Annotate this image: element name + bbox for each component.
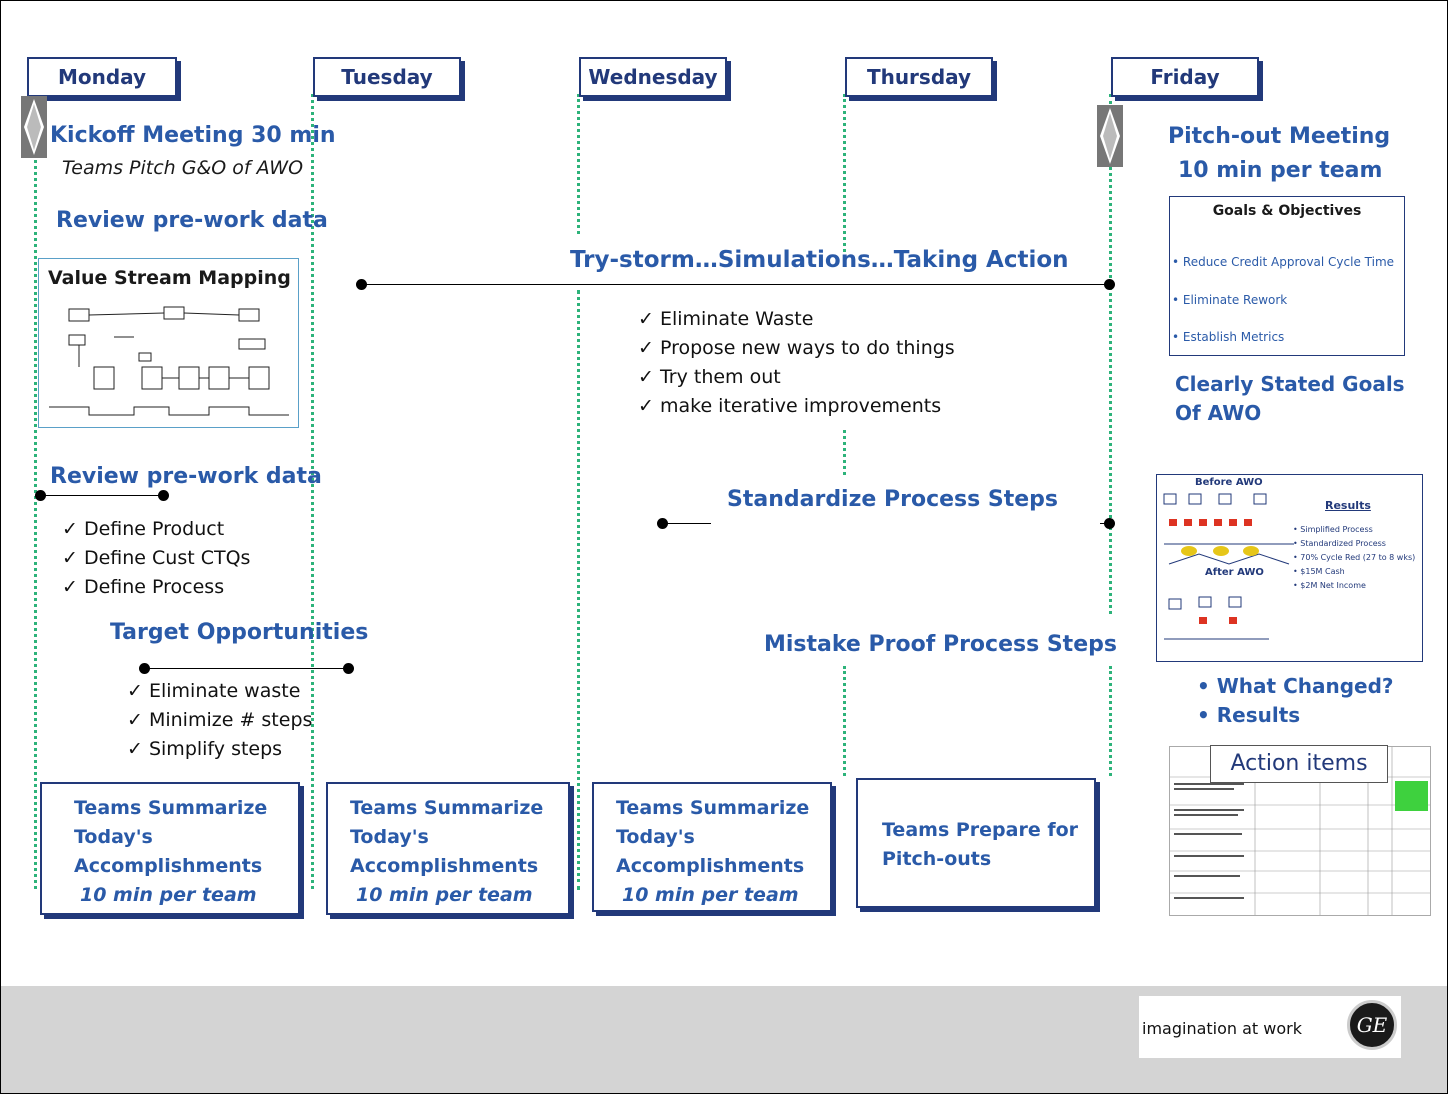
summary-note: 10 min per team [80,884,257,906]
checklist-item: Define Product [62,515,250,544]
before-awo-label: Before AWO [1195,477,1263,488]
standardize-connector-left [663,523,711,524]
result-item: • Standardized Process [1293,539,1386,548]
goal-item: • Reduce Credit Approval Cycle Time [1172,255,1395,269]
day-header-tuesday: Tuesday [313,57,461,97]
summary-note: 10 min per team [356,884,533,906]
summary-line: Accomplishments [616,855,805,877]
friday-line-lower [1109,666,1112,776]
wednesday-line [577,94,580,234]
ge-monogram-icon: GE [1347,1000,1397,1050]
connector-dot [356,279,367,290]
summary-line: Today's [74,826,153,848]
summary-box-thursday: Teams Prepare for Pitch-outs [856,778,1096,908]
ge-logo: imagination at work GE [1139,996,1401,1058]
result-item: • Simplified Process [1293,525,1373,534]
summary-line: Pitch-outs [882,848,992,870]
thursday-line-mid [843,430,846,475]
action-items-label: Action items [1210,745,1388,783]
result-item: • $15M Cash [1293,567,1345,576]
checklist-item: Simplify steps [127,735,312,764]
results-title: Results [1325,499,1371,512]
value-stream-map-title: Value Stream Mapping [48,267,291,289]
summary-line: Teams Summarize [74,797,268,819]
day-header-thursday: Thursday [845,57,993,97]
monday-connector [40,495,163,496]
connector-dot [139,663,150,674]
summary-line: Today's [350,826,429,848]
connector-dot [343,663,354,674]
connector-dot [158,490,169,501]
summary-box-wednesday: Teams Summarize Today's Accomplishments … [592,782,832,912]
summary-note: 10 min per team [622,884,799,906]
result-item: • 70% Cycle Red (27 to 8 wks) [1293,553,1416,562]
day-header-friday: Friday [1111,57,1259,97]
checklist-item: Eliminate Waste [638,305,955,334]
value-stream-map-figure [49,306,289,416]
checklist-item: Try them out [638,363,955,392]
trystorm-title: Try-storm…Simulations…Taking Action [570,247,1069,273]
milestone-diamond-kickoff [21,96,47,158]
action-items-table-image: Action items [1169,745,1431,916]
clearly-stated-goals-line2: Of AWO [1175,401,1262,425]
thursday-line-lower [843,666,846,776]
result-item: • $2M Net Income [1293,581,1366,590]
pitchout-title-line2: 10 min per team [1178,158,1383,183]
connector-dot [1104,518,1115,529]
summary-line: Teams Prepare for [882,819,1079,841]
summary-line: Accomplishments [74,855,263,877]
standardize-title: Standardize Process Steps [727,487,1059,512]
mistake-proof-title: Mistake Proof Process Steps [764,632,1117,657]
checklist-item: Define Process [62,573,250,602]
summary-box-monday: Teams Summarize Today's Accomplishments … [40,782,300,915]
logo-letters: GE [1356,1013,1388,1037]
target-checklist: Eliminate waste Minimize # steps Simplif… [127,677,312,764]
what-changed-bullet: • What Changed? [1197,674,1394,698]
value-stream-map-image: Value Stream Mapping [38,258,299,428]
goals-title: Goals & Objectives [1212,203,1362,219]
checklist-item: make iterative improvements [638,392,955,421]
results-list: • Simplified Process • Standardized Proc… [1293,523,1415,593]
summary-box-tuesday: Teams Summarize Today's Accomplishments … [326,782,570,915]
wednesday-line-lower [577,290,580,890]
kickoff-title: Kickoff Meeting 30 min [50,123,336,148]
target-opportunities-title: Target Opportunities [110,620,369,645]
day-header-wednesday: Wednesday [579,57,727,97]
friday-line [1109,94,1112,614]
after-awo-label: After AWO [1205,567,1264,578]
action-table-figure [1170,747,1430,915]
review-prework-title-2: Review pre-work data [50,464,322,489]
checklist-item: Propose new ways to do things [638,334,955,363]
results-image: Before AWO After AWO Results • Simplifie… [1156,474,1423,662]
day-header-monday: Monday [27,57,177,97]
define-checklist: Define Product Define Cust CTQs Define P… [62,515,250,602]
summary-line: Teams Summarize [616,797,810,819]
results-bullet: • Results [1197,703,1301,727]
summary-line: Teams Summarize [350,797,544,819]
milestone-diamond-pitchout [1097,105,1123,167]
process-map-figure [1163,493,1294,640]
summary-line: Accomplishments [350,855,539,877]
trystorm-connector [362,284,1110,285]
connector-dot [1104,279,1115,290]
clearly-stated-goals-line1: Clearly Stated Goals [1175,372,1405,396]
goals-objectives-box: Goals & Objectives • Reduce Credit Appro… [1169,196,1405,356]
summary-line: Today's [616,826,695,848]
kickoff-subtitle: Teams Pitch G&O of AWO [62,157,304,179]
trystorm-checklist: Eliminate Waste Propose new ways to do t… [638,305,955,421]
logo-tagline: imagination at work [1142,1019,1302,1038]
thursday-line [843,94,846,252]
checklist-item: Minimize # steps [127,706,312,735]
review-prework-title-1: Review pre-work data [56,208,328,233]
connector-dot [35,490,46,501]
goal-item: • Eliminate Rework [1172,293,1288,307]
connector-dot [657,518,668,529]
checklist-item: Eliminate waste [127,677,312,706]
tuesday-line [311,94,314,889]
checklist-item: Define Cust CTQs [62,544,250,573]
goal-item: • Establish Metrics [1172,330,1285,344]
target-connector [146,668,348,669]
pitchout-title-line1: Pitch-out Meeting [1168,124,1391,149]
